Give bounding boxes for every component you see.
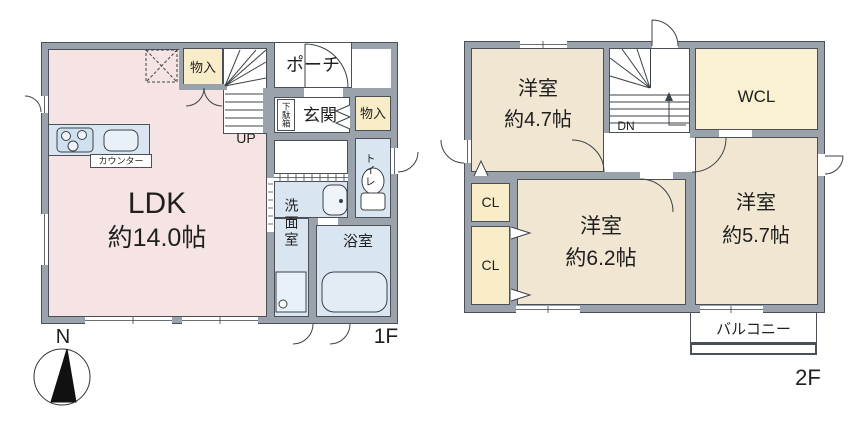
room-6-2-name: 洋室 xyxy=(580,214,622,238)
floor2-western-room-6-2 xyxy=(517,179,686,305)
window xyxy=(85,317,172,324)
floor1-corridor xyxy=(274,140,348,174)
floor2-closet-1 xyxy=(471,183,510,222)
balcony-label: バルコニー xyxy=(716,320,791,338)
shoe-cabinet-label: 下駄箱 xyxy=(281,102,292,128)
wall xyxy=(179,48,183,87)
window xyxy=(700,306,763,313)
floor2-hall xyxy=(604,133,690,172)
floor1-storage-entrance xyxy=(355,96,391,131)
compass-icon xyxy=(33,348,91,406)
window xyxy=(520,41,567,48)
kitchen-counter xyxy=(48,124,150,156)
entrance-label: 玄関 xyxy=(303,105,337,125)
wcl-door-opening xyxy=(719,130,752,137)
counter-label-box: カウンター xyxy=(90,154,152,168)
ldk-name: LDK xyxy=(127,187,187,220)
floor2-label: 2F xyxy=(795,365,821,390)
ldk-sliding-door-opening xyxy=(267,178,274,232)
washroom-label: 洗面室 xyxy=(283,197,300,249)
bathroom-door-opening xyxy=(318,218,338,225)
room-5-7-name: 洋室 xyxy=(736,192,776,214)
window xyxy=(41,214,48,265)
room-6-2-size: 約6.2帖 xyxy=(565,246,637,270)
counter-label: カウンター xyxy=(98,155,144,166)
window xyxy=(391,148,398,174)
floor1-staircase xyxy=(223,48,267,134)
porch-side-area xyxy=(352,49,391,88)
balcony-door-opening xyxy=(818,154,825,176)
window xyxy=(516,306,580,313)
shoe-cabinet-box: 下駄箱 xyxy=(277,99,295,131)
porch-label: ポーチ xyxy=(286,55,340,75)
closet-2-label: CL xyxy=(481,257,500,273)
floor2-balcony xyxy=(690,313,817,343)
toilet-label: トイレ xyxy=(363,152,376,188)
wcl-label: WCL xyxy=(737,86,776,106)
room-4-7-size: 約4.7帖 xyxy=(504,109,572,131)
room-5-7-door-opening xyxy=(690,138,695,172)
room-4-7-name: 洋室 xyxy=(518,78,558,100)
stair-window-opening xyxy=(652,41,678,48)
wall xyxy=(179,84,227,90)
stairs-dn-label: DN xyxy=(617,118,635,133)
balcony-railing xyxy=(690,343,817,355)
sliding-door-corridor xyxy=(274,174,348,181)
floor2-western-room-5-7 xyxy=(695,137,818,305)
floor1-label: 1F xyxy=(373,324,399,348)
closet-1-label: CL xyxy=(481,194,500,210)
room-5-7-size: 約5.7帖 xyxy=(722,225,790,247)
window xyxy=(182,317,258,324)
ldk-size: 約14.0帖 xyxy=(107,223,207,252)
compass-north-label: N xyxy=(55,326,71,348)
room-6-2-door-opening xyxy=(640,172,673,179)
stairs-up-label: UP xyxy=(236,129,256,146)
storage-entrance-label: 物入 xyxy=(359,105,386,121)
window xyxy=(41,96,48,113)
floor2-wcl xyxy=(695,48,818,130)
storage-stairs-label: 物入 xyxy=(189,59,216,75)
window xyxy=(464,140,471,163)
entrance-door-opening xyxy=(304,88,343,97)
bathroom-label: 浴室 xyxy=(342,232,373,250)
floor2-closet-2 xyxy=(471,226,510,305)
